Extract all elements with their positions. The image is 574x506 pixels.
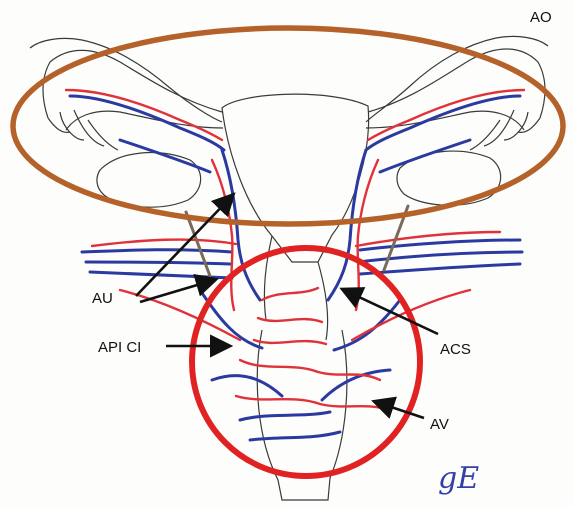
right-pelvic-vein-bundle [358, 240, 522, 274]
uterus-body [222, 94, 369, 262]
cervix-region-circle [192, 248, 420, 476]
left-ovarian-vein [120, 140, 210, 172]
label-ao: AO [530, 9, 552, 26]
av-arrow [376, 402, 424, 418]
ovary-region-ellipse [13, 28, 563, 224]
artist-signature-icon: gE [438, 461, 479, 496]
left-tubal-vein [70, 96, 224, 150]
right-uterine-artery [356, 160, 378, 310]
label-acs: ACS [440, 341, 471, 358]
venous-plexus [70, 96, 522, 440]
label-au: AU [92, 290, 113, 307]
right-fimbria [470, 110, 540, 150]
left-broad-ligament [30, 38, 222, 122]
label-av: AV [430, 416, 449, 433]
au-arrow-lower [140, 280, 214, 302]
acs-arrow [344, 290, 438, 334]
label-api-ci: API CI [98, 339, 141, 356]
right-ovarian-vein [380, 140, 470, 172]
